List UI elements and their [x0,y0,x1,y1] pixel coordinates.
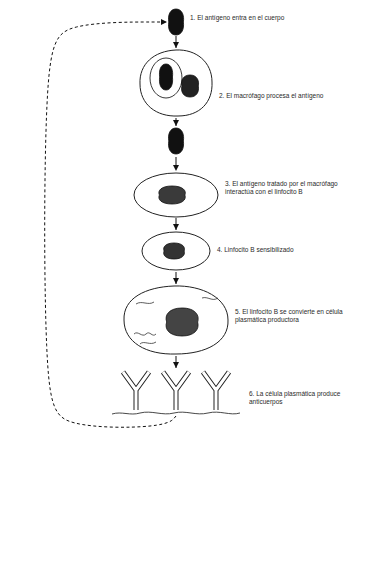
cell-illustration [140,230,212,272]
flow-arrow [176,272,177,284]
cell-illustration [122,284,230,356]
cell-node: 6. La célula plasmática produce anticuer… [108,368,244,416]
flow-arrow [176,118,177,126]
step-label: 2. El macrófago procesa el antígeno [218,92,363,100]
antibody-outline [163,372,189,410]
macrophage-outline [140,50,212,116]
plasma-cell-outline [124,286,228,354]
step-label: 5. El linfocito B se convierte en célula… [234,308,363,324]
blob-shape [169,128,184,154]
blob-shape [169,9,184,35]
cell-illustration [138,48,214,118]
blob-shape [159,64,172,90]
step-label: 3. El antígeno tratado por el macrófago … [224,180,363,196]
blob-shape [182,75,199,97]
arrow-line [176,157,177,166]
cell-illustration [167,8,185,36]
blob-shape [166,308,198,336]
flow-arrow [176,218,177,230]
blob-shape [164,243,185,259]
wavy-line [112,412,240,414]
cell-outline [142,232,210,270]
cell-node: 4. Linfocito B sensibilizado [140,230,212,272]
antibody-outline [203,372,229,410]
antibody-fill [123,372,149,410]
cell-illustration [132,126,220,218]
antibody-fill [203,372,229,410]
step-label: 1. El antígeno entra en el cuerpo [189,14,363,22]
reticulum-lines [134,298,218,344]
flow-arrow [176,356,177,368]
step-label: 4. Linfocito B sensibilizado [216,246,363,254]
blob-shape [159,186,185,204]
cell-node: 2. El macrófago procesa el antígeno [138,48,214,118]
step-label: 6. La célula plasmática produce anticuer… [248,390,363,406]
antibody-fill [163,372,189,410]
cell-node: 5. El linfocito B se convierte en célula… [122,284,230,356]
cell-illustration [108,368,244,416]
cell-outline [134,173,218,217]
flow-arrow [176,36,177,48]
antibody-outline [123,372,149,410]
cell-node: 3. El antígeno tratado por el macrófago … [132,126,220,218]
arrow-head [173,165,179,171]
vacuole [150,58,182,98]
cell-node: 1. El antígeno entra en el cuerpo [167,8,185,36]
